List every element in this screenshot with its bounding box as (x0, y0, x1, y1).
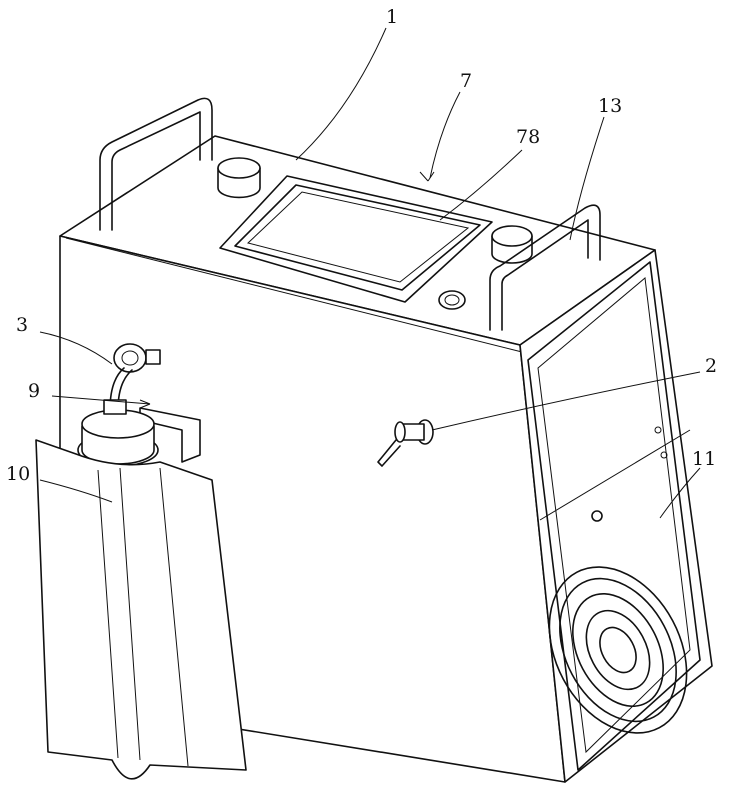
knob-right (491, 225, 533, 264)
label-fan: 11 (692, 448, 717, 470)
label-handle: 13 (598, 95, 623, 117)
fan-icon (548, 566, 688, 734)
knob-left (217, 157, 261, 199)
outlet-connector (377, 419, 434, 467)
label-outlet-connector: 2 (705, 355, 718, 377)
label-housing: 1 (386, 6, 399, 28)
leader-lines (39, 27, 701, 519)
handle-left (99, 97, 213, 231)
label-top-assembly: 7 (460, 70, 473, 92)
label-inlet-connector: 3 (16, 314, 29, 336)
label-tube: 9 (28, 380, 41, 402)
bottle-cap (77, 399, 159, 467)
label-bag: 10 (6, 463, 31, 485)
display-screen (219, 175, 493, 303)
handle-right (489, 204, 601, 331)
label-display-screen: 78 (516, 126, 541, 148)
bag (35, 439, 247, 780)
